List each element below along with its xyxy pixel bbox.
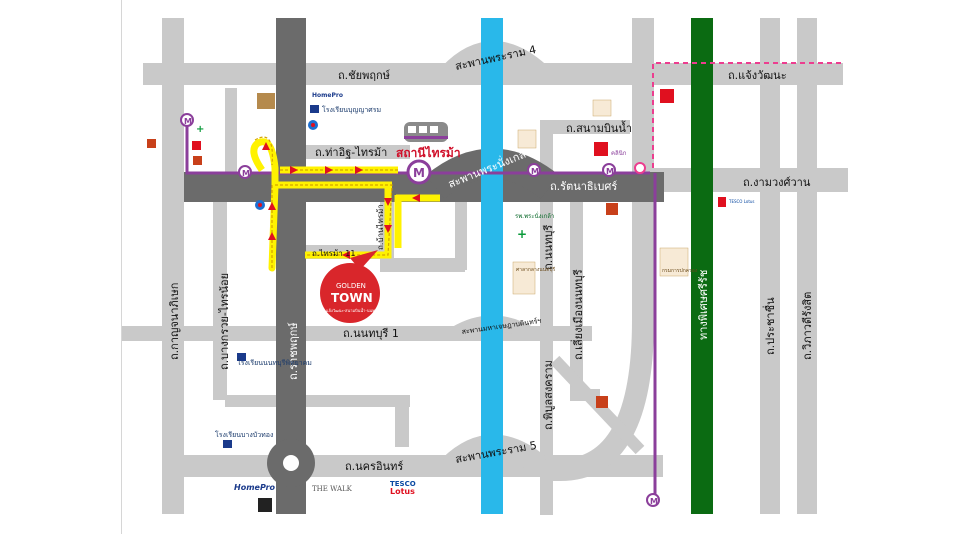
label-gov: ศาลากลางนนทบุรี <box>516 266 555 273</box>
brand-homepro: HomePro <box>234 483 276 492</box>
label-ngamwongwan: ถ.งามวงศ์วาน <box>743 176 811 189</box>
svg-text:M: M <box>413 166 425 180</box>
road-lower-loop-v <box>395 395 409 447</box>
label-sanambinnam: ถ.สนามบินน้ำ <box>566 120 632 135</box>
golden-town-marker[interactable]: GOLDEN TOWN แจ้งวัฒนะ-สนามบินน้ำ-นนทบุรี <box>320 250 380 323</box>
label-kanchanaphisek: ถ.กาญจนาภิเษก <box>168 283 181 360</box>
sai-ma-station[interactable]: M สถานีไทรม้า <box>396 122 461 185</box>
brand-dark-icon <box>258 498 272 512</box>
landmarks: HomePro โรงเรียนบุญญาศรม + โรงเรียนนนทบุ… <box>147 89 755 512</box>
school-icon <box>310 105 319 113</box>
route-arrows <box>262 142 420 259</box>
school-icon-3 <box>223 440 232 448</box>
label-school1: โรงเรียนบุญญาศรม <box>322 105 381 114</box>
label-nakhon-in: ถ.นครอินทร์ <box>345 460 403 473</box>
purple-line <box>185 120 657 498</box>
road-kanchanaphisek <box>162 18 184 514</box>
brand-small-label: คลินิก <box>611 150 627 157</box>
svg-text:M: M <box>531 167 539 176</box>
temple-icon-2 <box>660 89 674 103</box>
svg-text:M: M <box>606 167 614 176</box>
label-chaiyaphruek: ถ.ชัยพฤกษ์ <box>338 69 390 82</box>
road-stub-e <box>455 190 467 270</box>
mall-icon <box>257 93 275 109</box>
label-gov2: กรมการปกครอง <box>662 268 698 274</box>
building-icon <box>592 99 612 117</box>
project-tagline: แจ้งวัฒนะ-สนามบินน้ำ-นนทบุรี <box>326 306 380 314</box>
road-tha-it <box>300 145 410 159</box>
label-tha-it: ถ.ท่าอิฐ-ไทรม้า <box>315 146 387 159</box>
svg-text:M: M <box>242 169 250 178</box>
expressway <box>691 18 713 514</box>
road-north-stub <box>225 88 237 198</box>
gov-icon-2 <box>659 247 689 277</box>
label-chaengwattana: ถ.แจ้งวัฒนะ <box>728 69 787 82</box>
brand-lotus: Lotus <box>390 487 415 496</box>
temple-icon <box>192 141 201 150</box>
road-phibunsongkhram <box>540 120 553 515</box>
station-m-icon <box>406 159 432 185</box>
label-vibhavadi: ถ.วิภาวดีรังสิต <box>801 292 814 360</box>
market-icon-2 <box>147 139 156 148</box>
access-route <box>250 136 440 272</box>
road-prachachuen <box>760 18 780 514</box>
brand-icon-2 <box>718 197 726 207</box>
station-label: สถานีไทรม้า <box>396 145 461 160</box>
brand-tesco: TESCO <box>390 480 416 488</box>
label-rattanathibet: ถ.รัตนาธิเบศร์ <box>550 180 617 193</box>
label-sainma-11: ถ.ไทรม้า 11 <box>312 249 355 258</box>
brand-thewalk: THE WALK <box>312 485 353 493</box>
label-homepro-top: HomePro <box>312 92 343 99</box>
label-bangkruai: ถ.บางกรวย-ไทรน้อย <box>218 273 231 370</box>
label-ratchaphruek: ถ.ราชพฤกษ์ <box>287 322 300 380</box>
label-phibunsongkhram: ถ.พิบูลสงคราม <box>542 360 555 430</box>
road-ngamwongwan <box>653 168 848 192</box>
gov-icon <box>512 261 536 295</box>
label-nonthaburi1: ถ.นนทบุรี 1 <box>343 327 399 340</box>
project-name-top: GOLDEN <box>336 282 366 290</box>
road-bangkruai <box>213 195 227 400</box>
label-hospital: รพ.พระนั่งเกล้า <box>515 212 554 220</box>
mrt-markers: M M M M M <box>180 113 660 507</box>
road-stub-s <box>380 258 465 272</box>
road-liang-muang <box>570 195 583 395</box>
label-ban-sainma: ถ.บ้านไทรม้า <box>376 204 385 250</box>
road-lower-loop <box>225 395 410 407</box>
train-icon <box>404 122 448 142</box>
road-vibhavadi <box>797 18 817 514</box>
label-school2: โรงเรียนนนทบุรีพิทยาคม <box>237 358 312 367</box>
chao-phraya-river <box>481 18 503 514</box>
school-icon-2 <box>237 353 246 361</box>
hospital-cross-icon-2: + <box>517 227 527 241</box>
brand-icon <box>594 142 608 156</box>
project-name-bottom: TOWN <box>331 291 373 305</box>
market-icon <box>193 156 202 165</box>
svg-text:M: M <box>650 497 658 506</box>
label-school3: โรงเรียนบางบัวทอง <box>215 430 273 439</box>
road-ratchaphruek <box>276 18 306 514</box>
frame-divider <box>121 0 122 534</box>
market-icon-3 <box>606 203 618 215</box>
label-expressway: ทางพิเศษศรีรัช <box>697 270 710 340</box>
road-labels: ถ.ชัยพฤกษ์ ถ.แจ้งวัฒนะ ถ.ท่าอิฐ-ไทรม้า ถ… <box>168 69 814 473</box>
label-liang-muang: ถ.เลี่ยงเมืองนนทบุรี <box>570 269 585 360</box>
svg-text:M: M <box>184 117 192 126</box>
market-icon-4 <box>596 396 608 408</box>
road-curve <box>540 319 654 481</box>
hospital-cross-icon: + <box>196 124 204 135</box>
brand-tesco-2: TESCO Lotus <box>728 199 755 204</box>
label-prachachuen: ถ.ประชาชื่น <box>762 297 777 355</box>
building-icon-2 <box>517 129 537 149</box>
road-sanambinnam <box>540 120 630 134</box>
label-nonthaburi: ถ.นนทบุรี <box>542 225 555 270</box>
